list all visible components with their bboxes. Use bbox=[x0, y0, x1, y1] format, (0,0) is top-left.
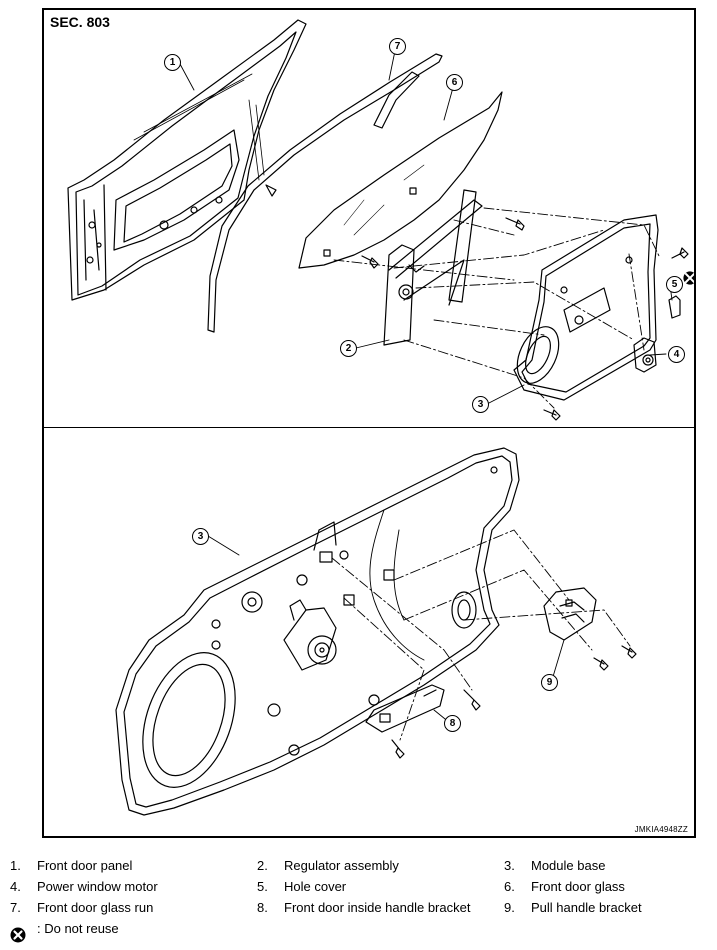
callout-6: 6 bbox=[446, 74, 463, 91]
figure-drawing bbox=[67, 19, 694, 816]
callout-3-bottom: 3 bbox=[192, 528, 209, 545]
bolts-top bbox=[361, 217, 689, 421]
callout-9: 9 bbox=[541, 674, 558, 691]
callout-leaders bbox=[179, 45, 673, 724]
legend: 1. Front door panel 2. Regulator assembl… bbox=[0, 855, 717, 950]
module-base-top-drawing bbox=[513, 214, 659, 401]
leader-lines-top bbox=[333, 207, 661, 409]
inside-handle-bracket-drawing bbox=[365, 684, 445, 733]
hole-cover-drawing bbox=[668, 295, 681, 319]
pull-handle-bracket-drawing bbox=[543, 587, 597, 641]
power-window-motor-drawing bbox=[633, 337, 657, 373]
module-base-bottom-drawing bbox=[115, 447, 520, 816]
leader-lines-bottom bbox=[331, 529, 631, 741]
bolts-bottom bbox=[391, 645, 637, 759]
callout-8: 8 bbox=[444, 715, 461, 732]
front-door-glass-drawing bbox=[298, 91, 503, 269]
do-not-reuse-mark bbox=[683, 271, 694, 285]
callout-4: 4 bbox=[668, 346, 685, 363]
figure-code: JMKIA4948ZZ bbox=[634, 825, 688, 834]
callout-1: 1 bbox=[164, 54, 181, 71]
callout-3-top: 3 bbox=[472, 396, 489, 413]
section-label: SEC. 803 bbox=[50, 14, 110, 30]
callout-7: 7 bbox=[389, 38, 406, 55]
callout-2: 2 bbox=[340, 340, 357, 357]
power-window-motor-bottom-drawing bbox=[283, 599, 337, 671]
figure-divider bbox=[44, 427, 694, 428]
do-not-reuse-label: : Do not reuse bbox=[37, 921, 119, 936]
do-not-reuse-icon bbox=[10, 927, 26, 943]
front-door-panel-drawing bbox=[67, 19, 307, 301]
exploded-view-figure: SEC. 803 1 7 6 2 3 5 4 3 9 8 JMKIA4948ZZ bbox=[42, 8, 696, 838]
front-door-glass-run-drawing bbox=[207, 53, 443, 333]
callout-5: 5 bbox=[666, 276, 683, 293]
